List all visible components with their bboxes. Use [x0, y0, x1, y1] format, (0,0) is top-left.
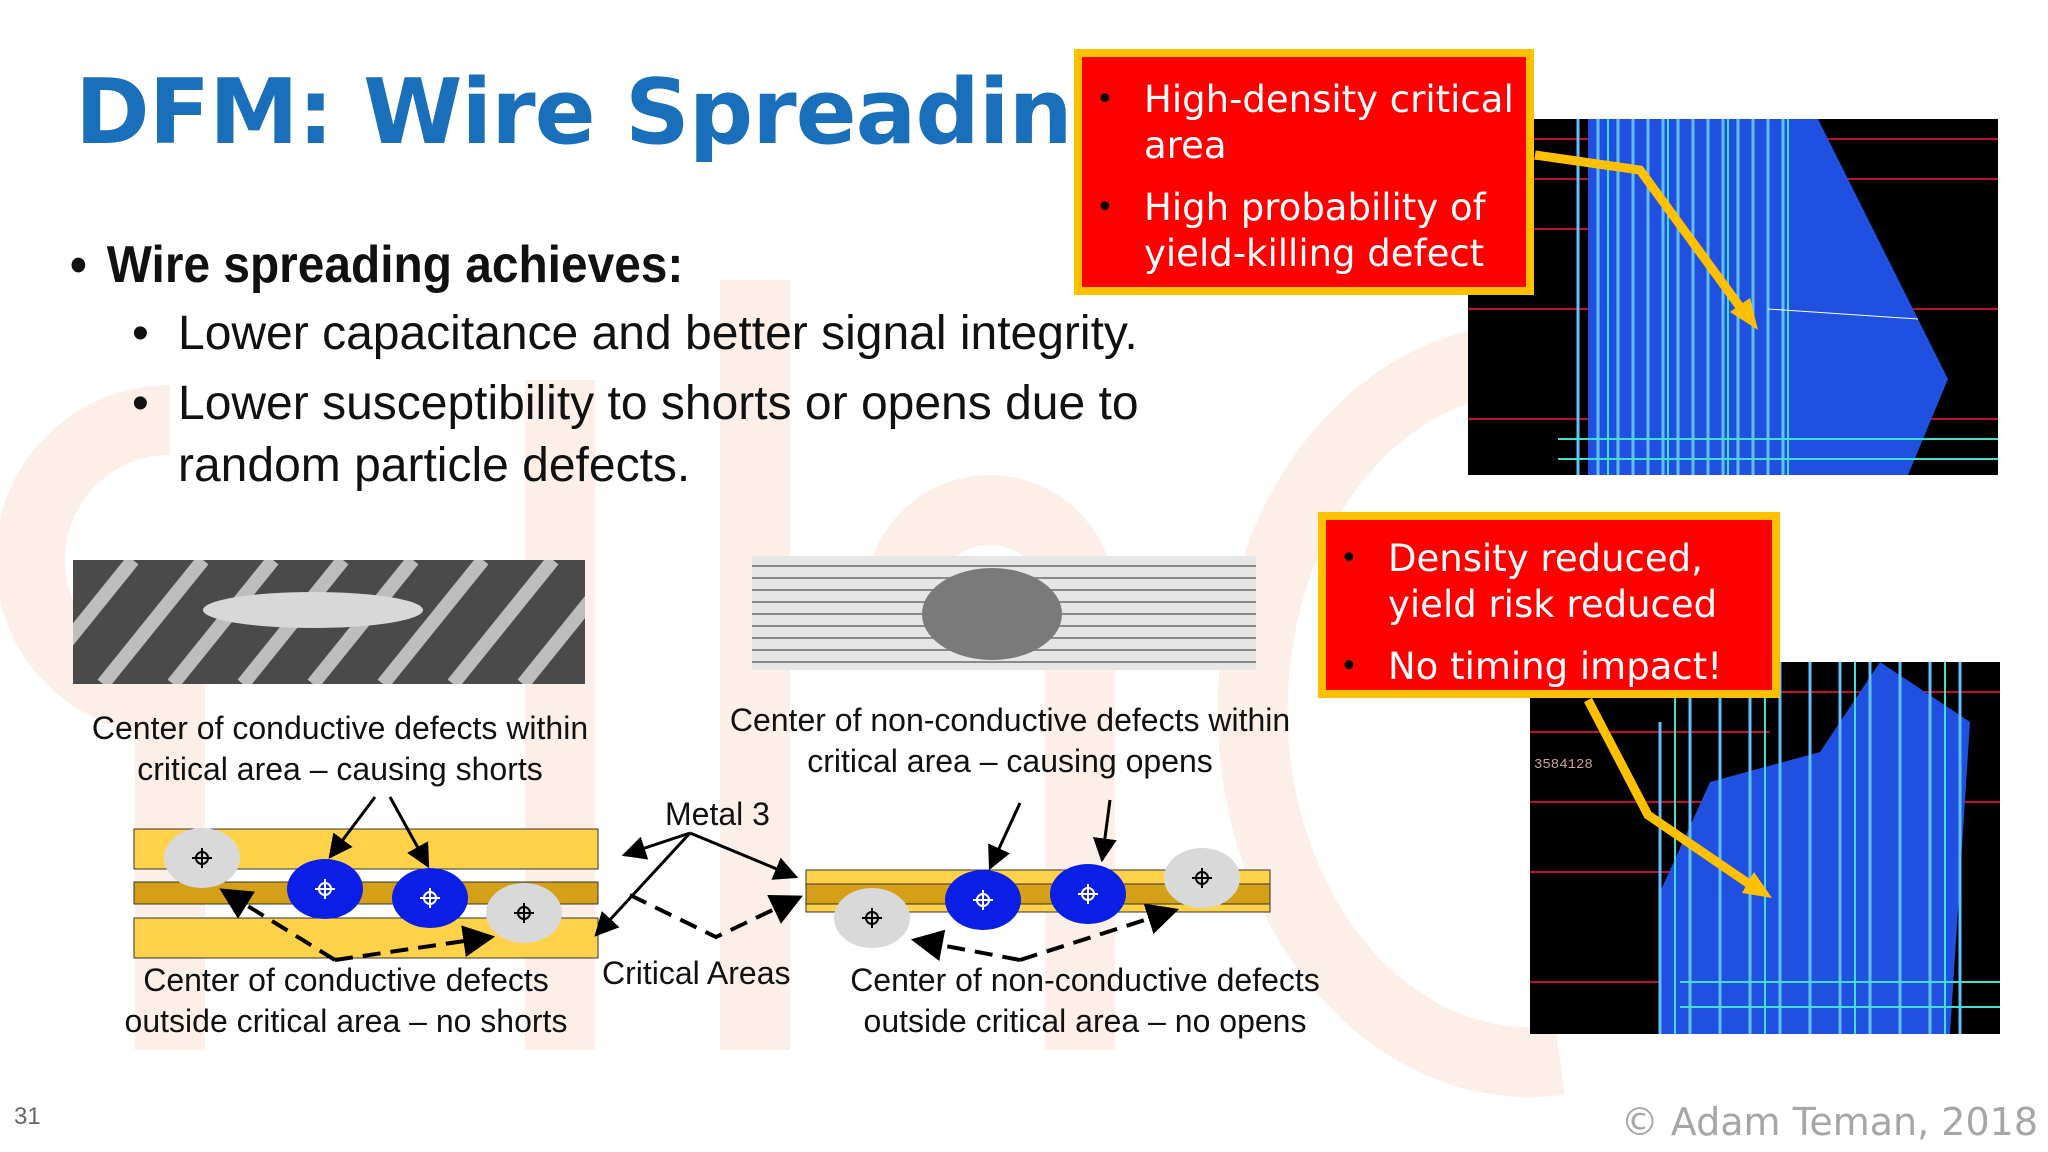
layout-label: 3584128 — [1534, 757, 1593, 773]
caption-nonconductive-inside: Center of non-conductive defects within … — [729, 702, 1291, 779]
callout-item: •Density reduced, yield risk reduced — [1340, 537, 1718, 626]
callout-text: High probability of yield-killing defect — [1144, 186, 1486, 275]
callout-text: No timing impact! — [1388, 645, 1723, 688]
dashed-arrows — [219, 888, 1180, 962]
bullet-list: •Wire spreading achieves: •Lower capacit… — [70, 235, 1250, 497]
metal-3-label: Metal 3 — [665, 796, 770, 832]
main-bullet: •Wire spreading achieves: — [70, 236, 684, 294]
callout-text: High-density critical area — [1144, 78, 1514, 167]
metal-wire — [805, 903, 1271, 913]
callout-item: •High probability of yield-killing defec… — [1096, 186, 1486, 275]
layout-image-spread: 3584128 — [1530, 662, 2000, 1034]
main-bullet-text: Wire spreading achieves: — [106, 236, 684, 294]
sub-bullet-1: •Lower capacitance and better signal int… — [132, 307, 1138, 360]
slide-title: DFM: Wire Spreading — [75, 60, 1136, 165]
caption-conductive-outside: Center of conductive defects outside cri… — [124, 962, 568, 1039]
callout-item: •High-density critical area — [1096, 78, 1514, 167]
sub-bullet-text: Lower susceptibility to shorts or opens … — [178, 377, 1139, 492]
sub-bullet-2: •Lower susceptibility to shorts or opens… — [132, 377, 1139, 492]
callout-item: •No timing impact! — [1340, 645, 1723, 688]
callout-text: Density reduced, yield risk reduced — [1388, 537, 1718, 626]
crosshair-markers — [192, 848, 1212, 928]
sem-image-open — [752, 556, 1256, 670]
critical-areas-label: Critical Areas — [602, 955, 791, 991]
copyright: © Adam Teman, 2018 — [1620, 1100, 2038, 1144]
sem-image-short — [73, 560, 585, 684]
diagram-arrows — [328, 796, 1117, 937]
page-number: 31 — [14, 1103, 41, 1130]
caption-nonconductive-outside: Center of non-conductive defects outside… — [850, 962, 1320, 1039]
callout-high-density: •High-density critical area •High probab… — [1074, 49, 1534, 295]
sub-bullet-text: Lower capacitance and better signal inte… — [178, 307, 1138, 360]
caption-conductive-inside: Center of conductive defects within crit… — [91, 710, 589, 787]
callout-density-reduced: •Density reduced, yield risk reduced •No… — [1318, 512, 1780, 698]
